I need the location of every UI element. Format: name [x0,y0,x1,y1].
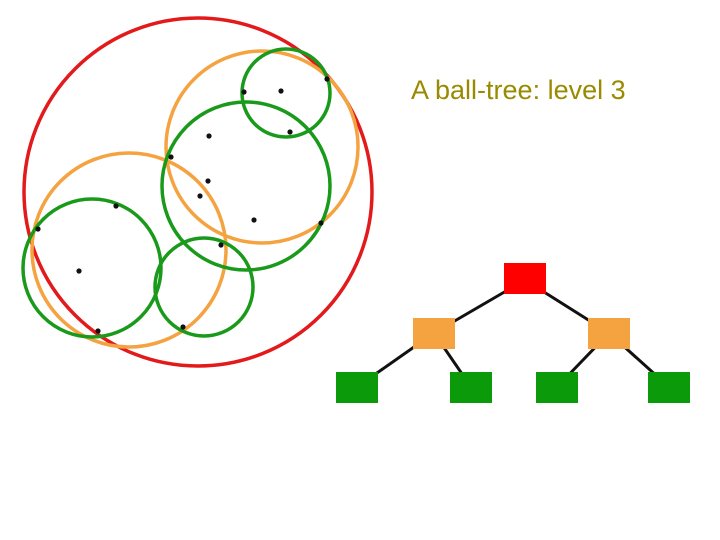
level3-ball-middle [160,100,332,272]
data-point [76,268,82,274]
balls-layer [21,16,374,368]
tree-node-level2-left [413,318,455,349]
root-ball [22,16,374,368]
tree-nodes [336,263,690,403]
level3-ball-left [21,197,163,339]
data-point [241,89,247,95]
data-point [218,242,224,248]
data-point [206,133,212,139]
tree-node-level3-2 [450,372,492,403]
data-point [251,217,257,223]
data-point [278,88,284,94]
data-point [324,76,330,82]
tree-node-level3-1 [336,372,378,403]
level2-ball-lower [30,151,228,349]
data-point [318,220,324,226]
tree-node-level3-4 [648,372,690,403]
tree-node-level2-right [588,318,630,349]
data-point [287,129,293,135]
points-layer [35,76,330,334]
data-point [197,193,203,199]
data-point [180,324,186,330]
data-point [95,328,101,334]
data-point [205,178,211,184]
level3-ball-bottom [153,236,255,338]
tree-node-root [504,263,546,294]
tree-node-level3-3 [536,372,578,403]
level3-ball-top [240,47,332,139]
data-point [168,154,174,160]
slide-title: A ball-tree: level 3 [411,75,626,105]
data-point [35,226,41,232]
data-point [113,203,119,209]
tree-diagram [336,263,690,403]
level2-ball-upper [164,49,360,245]
